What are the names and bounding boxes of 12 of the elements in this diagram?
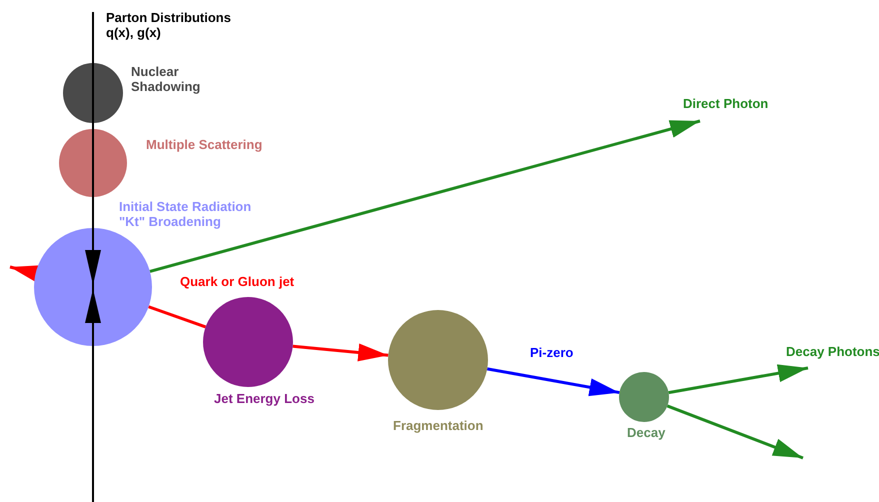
axis-label: Parton Distributions q(x), g(x)	[106, 10, 232, 40]
arrow	[150, 120, 700, 273]
arrow	[292, 344, 388, 362]
node-caption: Nuclear Shadowing	[131, 64, 202, 94]
arrow	[666, 404, 804, 460]
arrow	[668, 364, 808, 394]
node-caption: Decay	[627, 425, 666, 440]
node-caption: Multiple Scattering	[146, 137, 264, 152]
arrow	[486, 367, 620, 396]
node-caption: Fragmentation	[393, 418, 484, 433]
node-caption: Initial State Radiation "Kt" Broadening	[119, 199, 252, 229]
node-caption: Jet Energy Loss	[214, 391, 316, 406]
